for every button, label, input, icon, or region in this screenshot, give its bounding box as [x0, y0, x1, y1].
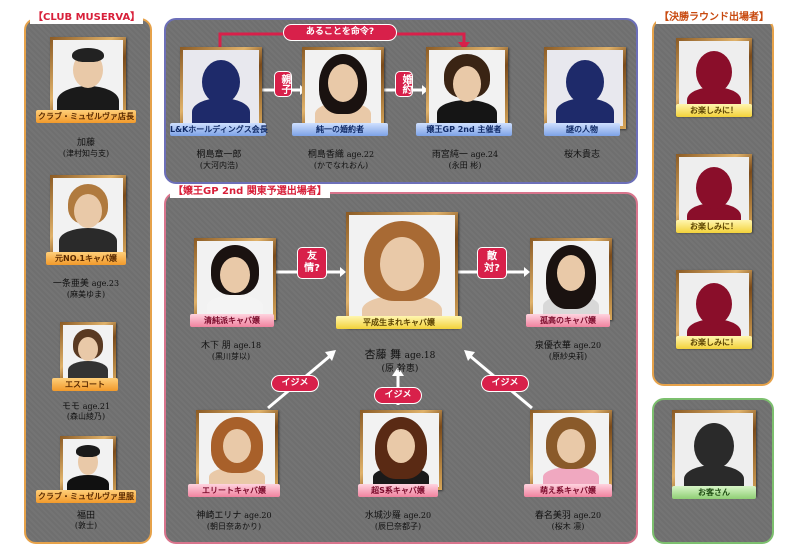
character-name: 杏藤 舞 age.18	[364, 348, 436, 361]
silhouette-icon	[679, 157, 749, 229]
teaser-label: お楽しみに！	[676, 336, 752, 349]
character-name: 桐島香織 age.22	[307, 150, 375, 160]
rival-badge: 敵対?	[478, 248, 506, 278]
actor-name: (かでなれおん)	[313, 161, 369, 170]
role-label: エリートキャバ嬢	[188, 484, 280, 497]
role-label: クラブ・ミュゼルヴァ里服	[36, 490, 136, 503]
character-name: モモ age.21	[61, 402, 111, 412]
portrait-frame-momo	[60, 322, 116, 382]
role-label: 清純派キャバ嬢	[190, 314, 274, 327]
portrait-frame-takashi	[544, 47, 626, 129]
bully-badge-center: イジメ	[375, 388, 421, 403]
portrait-frame-mai	[346, 212, 458, 328]
teaser-label: お楽しみに！	[676, 220, 752, 233]
actor-name: (麻美ゆま)	[66, 290, 106, 299]
silhouette-icon	[679, 41, 749, 113]
character-name: 一条亜美 age.23	[52, 279, 120, 289]
portrait-frame-tomo	[194, 238, 276, 320]
role-label: 純一の婚約者	[292, 123, 388, 136]
silhouette-icon	[675, 413, 753, 493]
character-name: 雨宮純一 age.24	[431, 150, 499, 160]
parent-child-badge: 親子	[275, 72, 291, 96]
portrait-frame-finalist-2	[676, 154, 752, 232]
character-name: 桜木貴志	[563, 150, 600, 160]
actor-name: (原 幹恵)	[381, 364, 419, 374]
role-label: エスコート	[52, 378, 118, 391]
club-panel-title: 【CLUB MUSERVA】	[30, 12, 144, 24]
teaser-label: お楽しみに！	[676, 104, 752, 117]
character-name: 福田	[76, 511, 95, 521]
portrait-frame-kaori	[302, 47, 384, 129]
final-panel-title: 【決勝ラウンド出場者】	[656, 12, 772, 24]
silhouette-icon	[679, 273, 749, 345]
portrait-frame-kato	[50, 37, 126, 119]
character-name: 泉優衣華 age.20	[534, 341, 602, 351]
actor-name: (大河内浩)	[199, 161, 239, 170]
actor-name: (津村知与支)	[62, 149, 110, 158]
role-label: 嬢王GP 2nd 主催者	[416, 123, 512, 136]
role-label: 孤高のキャバ嬢	[526, 314, 610, 327]
role-label: L&Kホールディングス会長	[170, 123, 268, 136]
guest-label: お客さん	[672, 486, 756, 499]
portrait-frame-ami	[50, 175, 126, 257]
actor-name: (黒川芽以)	[211, 352, 251, 361]
character-name: 神崎エリナ age.20	[196, 511, 272, 521]
bully-badge-left: イジメ	[272, 376, 318, 391]
portrait-frame-shoichiro	[180, 47, 262, 129]
silhouette-icon	[183, 50, 259, 126]
actor-name: (森山綾乃)	[66, 412, 106, 421]
portrait-frame-erina	[196, 410, 278, 490]
bully-badge-right: イジメ	[482, 376, 528, 391]
portrait-frame-yuika	[530, 238, 612, 320]
portrait-frame-finalist-3	[676, 270, 752, 348]
friendship-badge: 友情?	[298, 248, 326, 278]
main-panel-title: 【嬢王GP 2nd 関東予選出場者】	[170, 186, 330, 198]
role-label: 謎の人物	[544, 123, 620, 136]
actor-name: (原紗央莉)	[548, 352, 588, 361]
character-name: 木下 朋 age.18	[200, 341, 262, 351]
actor-name: (辰巳奈都子)	[374, 522, 422, 531]
role-label: 超S系キャバ嬢	[358, 484, 438, 497]
portrait-frame-junichi	[426, 47, 508, 129]
portrait-frame-guest	[672, 410, 756, 496]
portrait-frame-fukuda	[60, 436, 116, 496]
portrait-frame-finalist-1	[676, 38, 752, 116]
portrait-frame-miu	[530, 410, 612, 490]
silhouette-icon	[547, 50, 623, 126]
role-label: 萌え系キャバ嬢	[524, 484, 612, 497]
command-relation-badge: あることを命令?	[284, 25, 396, 40]
actor-name: (朝日奈あかり)	[206, 522, 262, 531]
portrait-frame-sara	[360, 410, 442, 490]
character-name: 水城沙羅 age.20	[364, 511, 432, 521]
character-name: 加藤	[76, 138, 95, 148]
role-label: 平成生まれキャバ嬢	[336, 316, 462, 329]
character-name: 春名美羽 age.20	[534, 511, 602, 521]
role-label: クラブ・ミュゼルヴァ店長	[36, 110, 136, 123]
actor-name: (桜木 凛)	[551, 522, 585, 531]
actor-name: (敦士)	[74, 521, 98, 530]
actor-name: (永田 彬)	[448, 161, 482, 170]
engaged-badge: 婚約	[396, 72, 412, 96]
role-label: 元NO.1キャバ嬢	[46, 252, 126, 265]
character-name: 桐島章一郎	[196, 150, 242, 160]
